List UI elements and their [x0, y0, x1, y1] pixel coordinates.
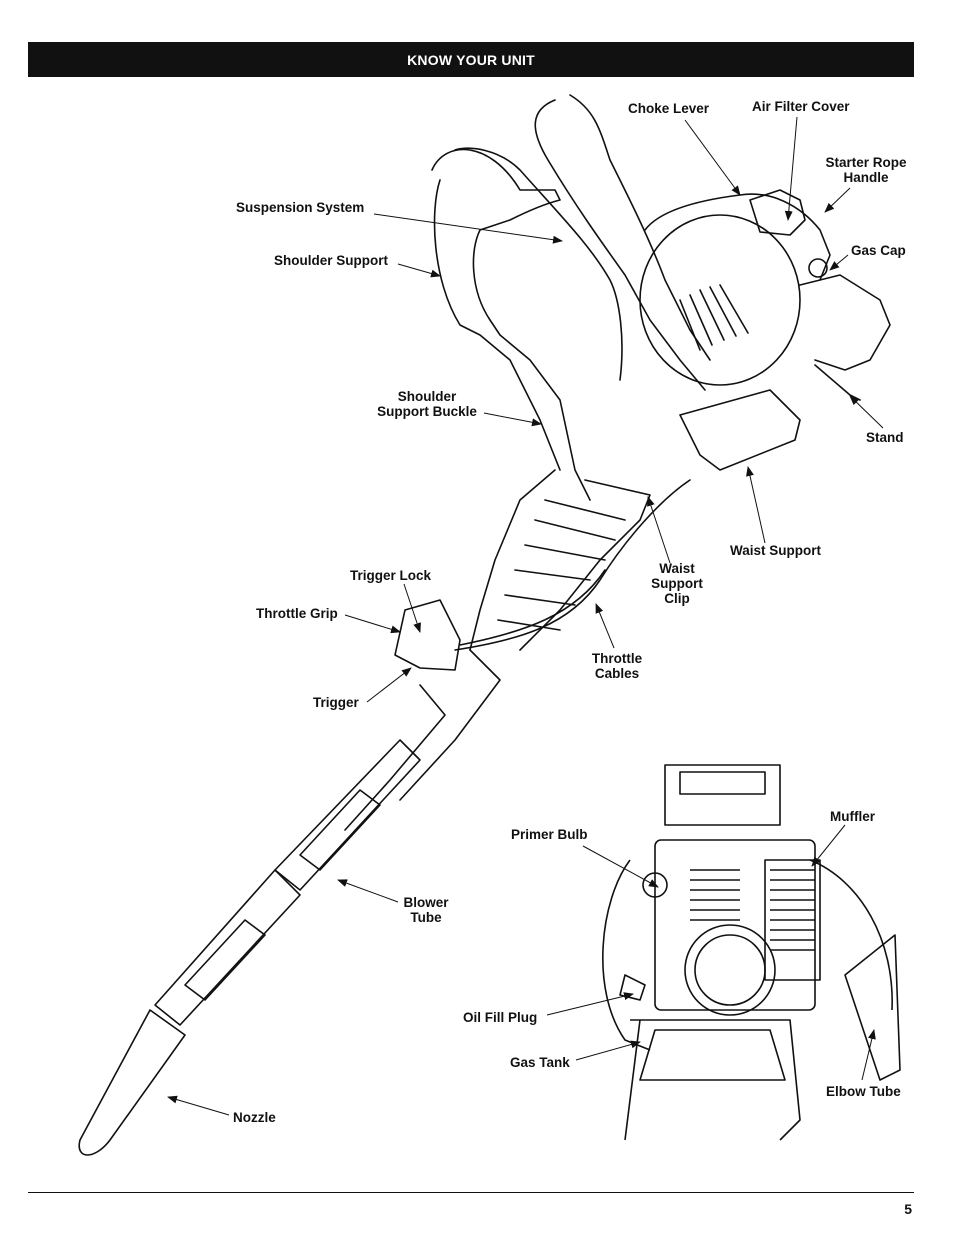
- leader-waist-support: [746, 466, 766, 544]
- label-throttle-cables: Throttle Cables: [591, 651, 643, 681]
- harness-loop: [454, 147, 623, 381]
- inset-cooling-fins: [690, 869, 740, 921]
- flex-tube-ribs: [497, 499, 626, 631]
- throttle-cable-2: [459, 569, 606, 646]
- leader-shoulder-support-buckle: [483, 412, 542, 427]
- air-filter-cover-shape: [749, 189, 806, 236]
- inset-stand: [639, 1029, 786, 1081]
- leader-lines: [167, 116, 884, 1116]
- blower-tube-slot: [299, 789, 381, 871]
- leader-waist-support-clip: [647, 496, 671, 564]
- leader-gas-tank: [575, 1040, 641, 1061]
- label-shoulder-support: Shoulder Support: [274, 253, 388, 268]
- label-elbow-tube: Elbow Tube: [826, 1084, 901, 1099]
- inset-top-frame: [664, 764, 781, 826]
- inset-engine-block: [654, 839, 816, 1011]
- leader-stand: [849, 395, 884, 429]
- leader-starter-rope-handle: [824, 187, 851, 213]
- leader-trigger: [366, 667, 412, 703]
- throttle-cable: [454, 479, 691, 651]
- label-trigger: Trigger: [313, 695, 359, 710]
- leader-nozzle: [167, 1095, 230, 1116]
- label-air-filter-cover: Air Filter Cover: [752, 99, 850, 114]
- inset-elbow-tube: [844, 934, 901, 1081]
- waist-support-shape: [679, 389, 801, 471]
- leader-shoulder-support: [397, 263, 441, 278]
- label-waist-support-clip: Waist Support Clip: [651, 561, 703, 606]
- leader-choke-lever: [684, 119, 741, 196]
- label-choke-lever: Choke Lever: [628, 101, 710, 116]
- leader-primer-bulb: [582, 845, 659, 888]
- throttle-grip-shape: [394, 599, 461, 671]
- inset-muffler-body: [764, 859, 821, 981]
- blower-illustration: [78, 94, 891, 1156]
- footer-rule: [28, 1192, 914, 1193]
- label-starter-rope-handle: Starter Rope Handle: [825, 155, 907, 185]
- leader-throttle-grip: [344, 614, 401, 634]
- label-oil-fill-plug: Oil Fill Plug: [463, 1010, 538, 1025]
- shoulder-support-strap-edge: [569, 94, 711, 361]
- blower-tube-slot-2: [184, 919, 266, 1001]
- label-waist-support: Waist Support: [730, 543, 821, 558]
- leader-suspension-system: [373, 213, 563, 244]
- inset-primer-bulb: [642, 872, 668, 898]
- flex-tube-bottom: [469, 469, 556, 651]
- leader-trigger-lock: [403, 583, 421, 633]
- label-gas-cap: Gas Cap: [851, 243, 906, 258]
- label-primer-bulb: Primer Bulb: [511, 827, 588, 842]
- label-stand: Stand: [866, 430, 904, 445]
- fan-housing: [639, 214, 801, 386]
- label-throttle-grip: Throttle Grip: [256, 606, 338, 621]
- page-number: 5: [904, 1201, 912, 1217]
- label-gas-tank: Gas Tank: [510, 1055, 570, 1070]
- blower-tube-lower: [154, 869, 301, 1026]
- flex-tube-top: [519, 479, 651, 651]
- inset-gas-tank: [624, 1019, 801, 1141]
- inset-recoil-starter: [684, 924, 776, 1016]
- leader-elbow-tube: [861, 1029, 876, 1081]
- leader-blower-tube: [337, 879, 399, 903]
- leader-throttle-cables: [595, 603, 615, 649]
- blower-tube-body: [274, 739, 421, 891]
- label-shoulder-support-buckle: Shoulder Support Buckle: [377, 389, 477, 419]
- label-blower-tube: Blower Tube: [403, 895, 449, 925]
- label-muffler: Muffler: [830, 809, 875, 824]
- leader-air-filter-cover: [784, 116, 798, 221]
- nozzle-shape: [78, 1009, 186, 1156]
- gas-cap-shape: [808, 258, 828, 278]
- section-title: KNOW YOUR UNIT: [407, 51, 535, 68]
- shoulder-support-strap: [534, 99, 706, 391]
- leader-gas-cap: [829, 254, 849, 271]
- inset-housing: [602, 859, 893, 1051]
- leader-muffler: [811, 824, 846, 867]
- label-suspension-system: Suspension System: [236, 200, 365, 215]
- blower-tube-upper: [344, 649, 501, 831]
- fan-ribs: [679, 284, 749, 351]
- inset-illustration: [602, 764, 901, 1141]
- label-nozzle: Nozzle: [233, 1110, 276, 1125]
- leader-oil-fill-plug: [546, 992, 634, 1016]
- label-trigger-lock: Trigger Lock: [350, 568, 432, 583]
- stand-shape: [814, 364, 861, 401]
- inset-oil-fill-plug: [619, 974, 646, 1001]
- section-header: KNOW YOUR UNIT: [28, 42, 914, 77]
- backpack-frame: [431, 148, 591, 501]
- fuel-tank-body: [799, 274, 891, 371]
